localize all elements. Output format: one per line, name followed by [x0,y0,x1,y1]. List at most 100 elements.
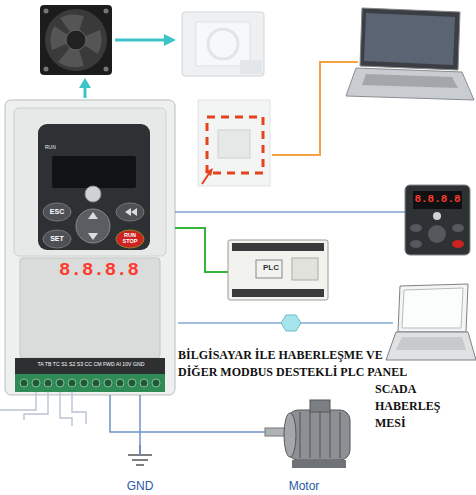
inverter-body [68,379,76,387]
inverter-body [56,379,64,387]
ground-symbol [132,459,148,461]
fan-cover [240,60,262,74]
electric-motor [329,412,331,458]
ground-stub [139,445,141,455]
cooling-fan [104,67,109,72]
cooling-fan [45,9,107,71]
laptop [360,8,460,70]
status-indicator: RUN [45,145,65,151]
inverter-unit: 8.8.8.8RUNESCSETRUN STOPTA TB TC S1 S2 S… [5,100,175,395]
motor-wire [110,395,265,432]
external-keypad [410,224,422,232]
inverter-body [38,124,150,250]
cyan-arrow [79,78,91,88]
wrap-spacer [178,381,375,441]
inverter-body [88,212,98,219]
inverter-body [20,379,28,387]
electric-motor [310,400,330,412]
note-text: BİLGİSAYAR İLE HABERLEŞME VE DİĞER MODBU… [178,348,440,430]
inverter-body [44,379,52,387]
laptop [362,74,458,88]
keypad-cable [175,211,405,212]
key-label: ESC [42,208,72,216]
inverter-body [20,379,160,387]
electric-motor [309,412,311,458]
communication-card [205,168,213,176]
inverter-body [140,379,148,387]
electric-motor [284,413,296,457]
plc-unit: PLC [228,240,328,300]
electric-motor [299,412,301,458]
laptop [346,68,474,100]
cooling-fan [44,67,49,72]
cooling-fan [44,9,49,14]
plc-unit [292,258,318,280]
laptop [398,284,468,332]
inverter-body [104,379,112,387]
fan-cover [208,29,238,59]
inverter-body [85,186,101,202]
inverter-body [128,379,136,387]
electric-motor: Motor [265,400,365,495]
terminal-wires [0,392,36,410]
inverter-body [52,156,136,188]
inverter-body [88,233,98,240]
inverter-body [116,230,144,248]
inverter-body [20,258,160,358]
inverter-body [43,230,71,248]
electric-motor [300,412,340,458]
external-keypad [433,212,441,220]
wrap-spacer [410,347,446,364]
laptop [364,13,455,65]
external-keypad [428,225,446,243]
plc-unit [228,240,328,300]
network-line [281,315,301,331]
external-keypad [452,240,464,248]
terminal-wires [60,392,72,426]
inverter-body [116,379,124,387]
cyan-arrow [164,34,176,46]
inverter-body [116,203,144,221]
communication-card [198,100,270,186]
fan-cover [196,22,250,66]
laptop [346,8,474,100]
communication-card [218,130,250,158]
ground-symbol [136,464,144,466]
electric-motor [319,412,321,458]
plc-unit [232,289,324,297]
inverter-body [152,379,160,387]
ground-symbol [128,455,152,465]
cooling-fan [66,30,86,50]
communication-card [198,100,270,186]
device-label: GND [118,480,162,494]
electric-motor [292,460,346,468]
cooling-fan [104,9,109,14]
laptop [386,284,476,360]
terminal-labels: TA TB TC S1 S2 S3 CC CM FWD AI 10V GND [15,362,167,368]
inverter-body [5,100,175,395]
laptop [386,332,476,360]
device-label: PLC [256,263,286,272]
electric-motor [288,410,350,460]
external-keypad [410,240,422,248]
external-keypad [405,185,470,255]
cyan-arrow [115,39,166,42]
device-label: Motor [279,480,329,494]
laptop [396,337,466,350]
inverter-body [14,108,166,256]
inverter-body [76,209,110,243]
display-digits: 8.8.8.8 [52,260,146,282]
ground-wire [139,395,141,455]
electric-motor [339,412,341,458]
inverter-body [32,379,40,387]
terminal-wires [24,392,48,420]
orange-cable [272,62,358,155]
plc-unit [232,243,324,251]
laptop [402,288,463,328]
inverter-body [80,379,88,387]
terminal-wires [72,392,86,424]
plc-unit [228,240,328,300]
external-keypad [413,191,462,209]
cooling-fan [40,5,112,75]
